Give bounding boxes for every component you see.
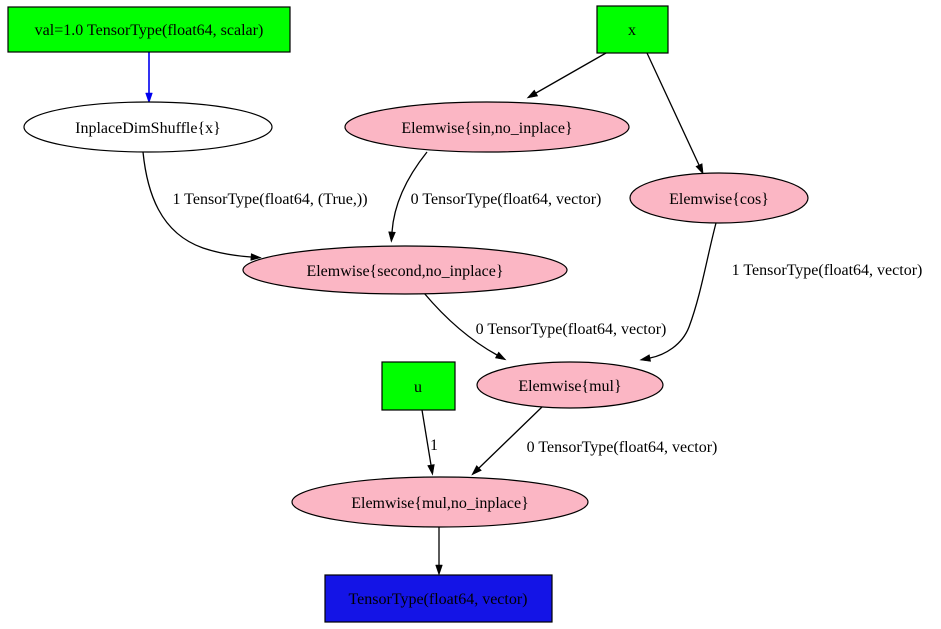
node-x-input: x [596, 5, 669, 54]
elemwise-sin-label: Elemwise{sin,no_inplace} [401, 120, 572, 137]
edge-dimshuffle-to-second [142, 151, 262, 261]
u-input-label: u [414, 379, 422, 396]
edge-u-to-mul-no-inplace [421, 409, 435, 476]
edge-sin-to-second [388, 151, 428, 243]
node-elemwise-cos: Elemwise{cos} [629, 172, 809, 224]
elemwise-mul-no-inplace-ellipse [291, 476, 589, 528]
node-u-input: u [381, 361, 456, 411]
elemwise-mul-no-inplace-label: Elemwise{mul,no_inplace} [351, 495, 529, 512]
elemwise-second-label: Elemwise{second,no_inplace} [306, 263, 503, 280]
edge-label-sin-to-second: 0 TensorType(float64, vector) [411, 191, 602, 208]
x-input-box [596, 5, 669, 54]
edge-cos-to-mul [639, 222, 717, 362]
edge-x-to-sin [526, 52, 607, 99]
node-elemwise-sin: Elemwise{sin,no_inplace} [344, 101, 630, 153]
elemwise-sin-ellipse [344, 101, 630, 153]
node-val-constant: val=1.0 TensorType(float64, scalar) [7, 6, 291, 53]
edge-second-to-mul [423, 292, 507, 361]
node-elemwise-mul: Elemwise{mul} [476, 361, 664, 409]
edge-label-u-to-mul-no-inplace: 1 [430, 437, 438, 454]
elemwise-second-ellipse [242, 245, 568, 295]
output-tensor-label: TensorType(float64, vector) [348, 591, 527, 608]
node-output-tensor: TensorType(float64, vector) [324, 574, 553, 623]
x-input-label: x [628, 22, 636, 39]
elemwise-cos-label: Elemwise{cos} [669, 191, 769, 208]
edge-mul-to-mul-no-inplace [471, 406, 543, 476]
u-input-box [381, 361, 456, 411]
val-constant-box [7, 6, 291, 53]
inplace-dimshuffle-ellipse [23, 101, 273, 153]
edge-x-to-cos [646, 52, 704, 175]
edge-label-dimshuffle-to-second: 1 TensorType(float64, (True,)) [172, 191, 367, 208]
val-constant-label: val=1.0 TensorType(float64, scalar) [35, 22, 264, 39]
inplace-dimshuffle-label: InplaceDimShuffle{x} [75, 120, 221, 137]
elemwise-mul-label: Elemwise{mul} [518, 378, 621, 395]
edge-label-second-to-mul: 0 TensorType(float64, vector) [476, 321, 667, 338]
output-tensor-box [324, 574, 553, 623]
elemwise-cos-ellipse [629, 172, 809, 224]
edge-label-mul-to-mul-no-inplace: 0 TensorType(float64, vector) [527, 439, 718, 456]
edge-label-cos-to-mul: 1 TensorType(float64, vector) [732, 262, 923, 279]
node-elemwise-second: Elemwise{second,no_inplace} [242, 245, 568, 295]
node-elemwise-mul-no-inplace: Elemwise{mul,no_inplace} [291, 476, 589, 528]
node-inplace-dimshuffle: InplaceDimShuffle{x} [23, 101, 273, 153]
elemwise-mul-ellipse [476, 361, 664, 409]
